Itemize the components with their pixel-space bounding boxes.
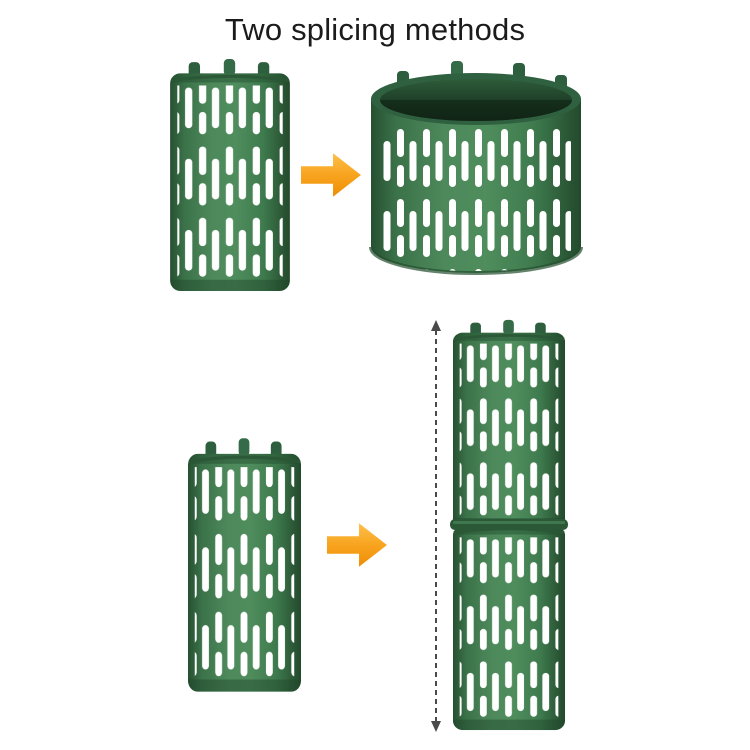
- orange-arrow-icon: [301, 153, 361, 197]
- height-dashed-arrow-icon: [431, 320, 441, 732]
- orange-arrow-icon: [327, 523, 387, 567]
- widened-tree-guard-cylinder: [367, 55, 585, 293]
- stacked-tree-guard-cylinder: [450, 318, 568, 732]
- splice-seam: [450, 519, 568, 530]
- small-tree-guard-cylinder-1: [168, 57, 292, 293]
- page-title: Two splicing methods: [224, 12, 526, 47]
- small-tree-guard-cylinder-2: [186, 436, 303, 694]
